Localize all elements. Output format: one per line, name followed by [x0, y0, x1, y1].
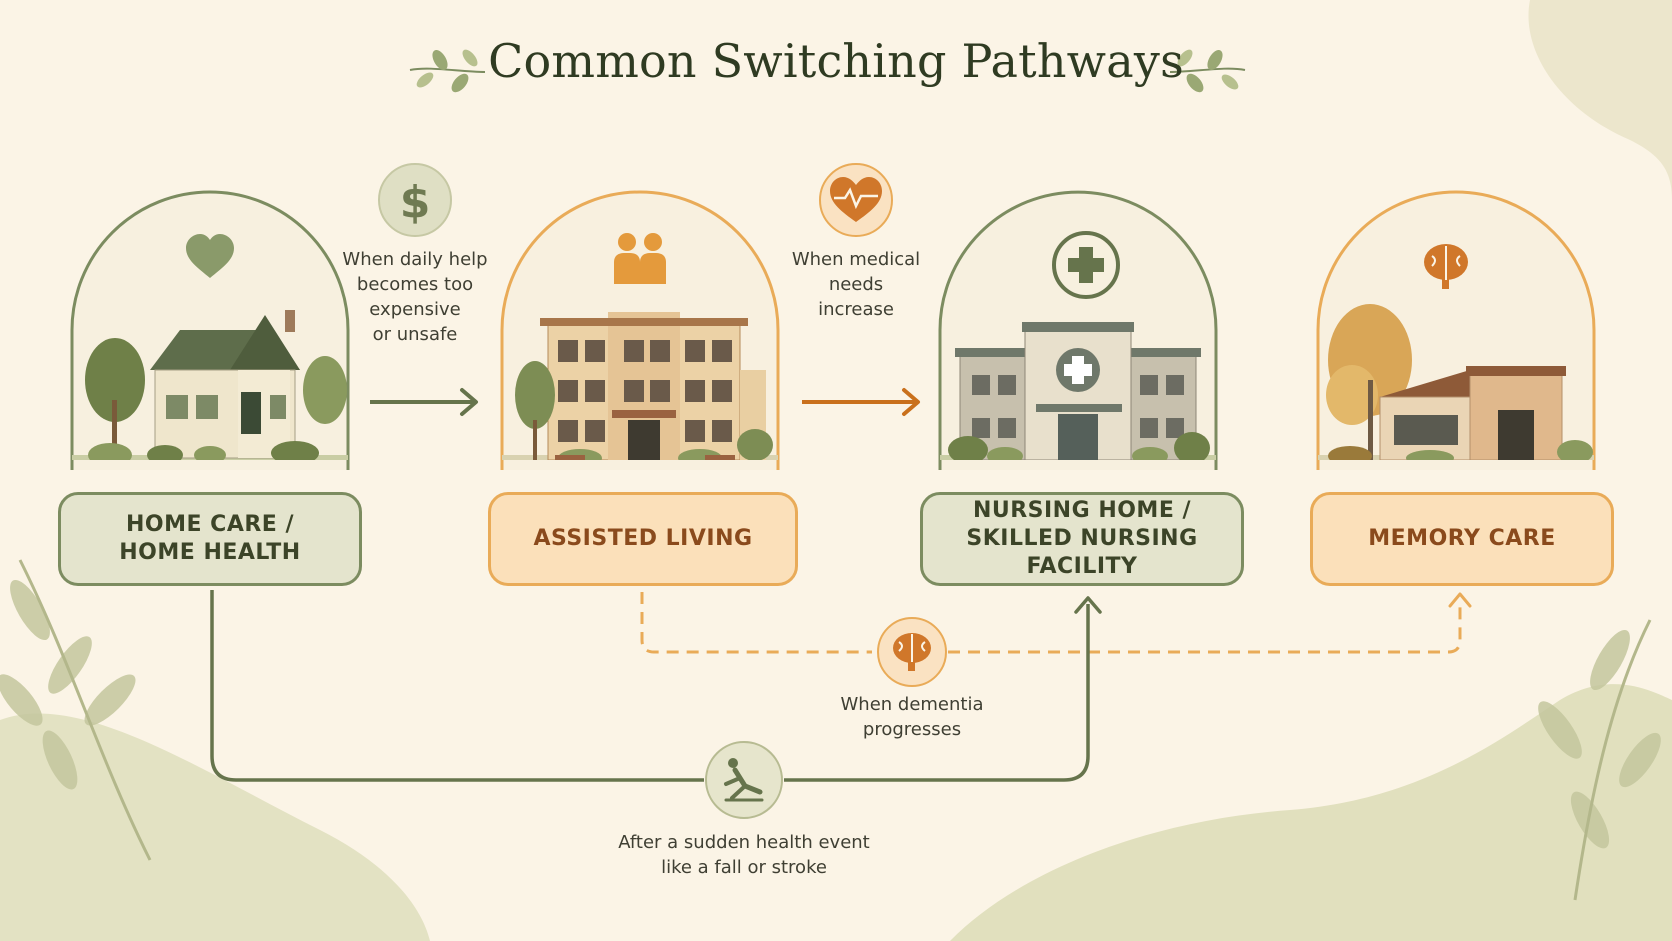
- assisted-living-arch: [500, 190, 780, 470]
- medical-cross-icon: [1052, 231, 1120, 299]
- note-line: or unsafe: [372, 324, 458, 345]
- apartment-building-illustration: [502, 312, 778, 460]
- note-line: like a fall or stroke: [661, 857, 827, 878]
- fall-icon: [705, 741, 783, 819]
- stage-label-line: MEMORY CARE: [1368, 526, 1556, 551]
- title-sprig-right-icon: [1169, 49, 1246, 93]
- people-icon: [614, 233, 666, 284]
- stage-label-assisted-living: ASSISTED LIVING: [488, 492, 798, 586]
- stage-label-home-care: HOME CARE / HOME HEALTH: [58, 492, 362, 586]
- connector-sudden-event: [210, 590, 1102, 782]
- stage-label-line: HOME CARE /: [125, 512, 295, 537]
- heart-icon: [186, 234, 234, 278]
- transition-note-sudden-event: After a sudden health event like a fall …: [584, 830, 904, 880]
- hospital-illustration: [940, 322, 1216, 460]
- brain-icon: [877, 617, 947, 687]
- transition-note-medical: When medical needs increase: [776, 247, 936, 322]
- stage-label-line: SKILLED NURSING FACILITY: [966, 526, 1198, 579]
- page-title: Common Switching Pathways: [488, 34, 1184, 88]
- note-line: When dementia: [840, 694, 984, 715]
- note-line: expensive: [369, 299, 461, 320]
- transition-note-dementia: When dementia progresses: [812, 692, 1012, 742]
- brain-icon: [1424, 244, 1468, 289]
- note-line: When medical: [791, 249, 921, 270]
- title-sprig-left-icon: [409, 49, 486, 93]
- stage-label-line: HOME HEALTH: [119, 540, 301, 565]
- note-line: When daily help: [342, 249, 488, 270]
- connector-home-to-assisted: [370, 388, 478, 416]
- svg-text:$: $: [400, 177, 431, 228]
- note-line: After a sudden health event: [618, 832, 870, 853]
- memory-care-arch: [1316, 190, 1596, 470]
- note-line: needs: [828, 274, 884, 295]
- transition-note-expensive: When daily help becomes too expensive or…: [320, 247, 510, 347]
- note-line: progresses: [862, 719, 962, 740]
- connector-assisted-to-nursing: [802, 388, 920, 416]
- dollar-icon: $: [378, 163, 452, 237]
- stage-label-nursing-home: NURSING HOME / SKILLED NURSING FACILITY: [920, 492, 1244, 586]
- nursing-home-arch: [938, 190, 1218, 470]
- stage-label-line: ASSISTED LIVING: [533, 526, 753, 551]
- connector-dementia-dashed: [640, 592, 1472, 654]
- note-line: increase: [818, 299, 894, 320]
- care-home-illustration: [1318, 304, 1594, 460]
- note-line: becomes too: [356, 274, 474, 295]
- home-care-arch: [70, 190, 350, 470]
- stage-label-line: NURSING HOME /: [972, 498, 1192, 523]
- house-illustration: [72, 310, 348, 460]
- stage-label-memory-care: MEMORY CARE: [1310, 492, 1614, 586]
- heartbeat-icon: [819, 163, 893, 237]
